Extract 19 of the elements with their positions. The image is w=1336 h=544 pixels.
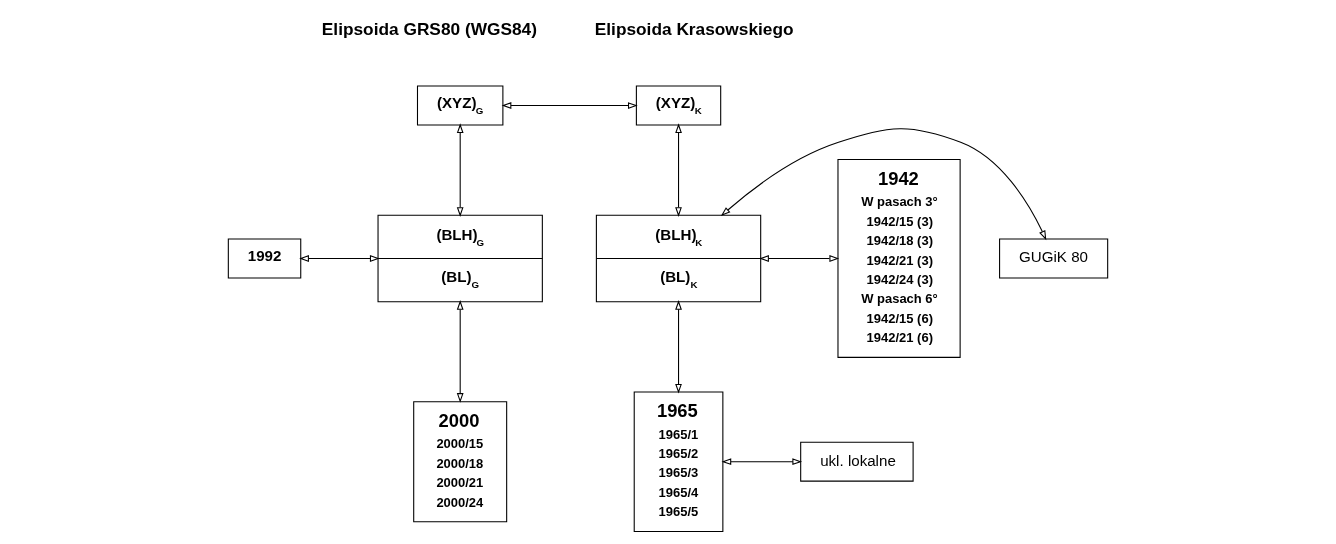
arrow — [456, 300, 464, 403]
label: Elipsoida GRS80 (WGS84) — [321, 19, 537, 40]
node-box: (XYZ)$_{G}$ — [416, 85, 504, 126]
arrow — [720, 128, 1047, 241]
node-box: 2000 2000/15 2000/18 2000/21 2000/24 — [413, 401, 508, 523]
node-box: 1942 W pasach 3° 1942/15 (3) 1942/18 (3) 1942/21 (3) 1942/24 (3) W pasach 6° 1942/15 (6) 1942/21 (6) — [837, 159, 961, 358]
node-box: ukl. lokalne — [800, 441, 914, 482]
node-box: GUGiK 80 — [999, 238, 1109, 279]
node-box: 1992 — [227, 238, 302, 279]
arrow — [299, 255, 380, 262]
arrow — [721, 458, 803, 466]
node-box: (XYZ)$_{K}$ — [635, 85, 722, 126]
arrow — [501, 102, 638, 109]
arrow — [759, 255, 840, 262]
label: Elipsoida Krasowskiego — [594, 19, 794, 40]
node-box: 1965 1965/1 1965/2 1965/3 1965/4 1965/5 — [633, 391, 724, 532]
arrow — [675, 123, 682, 217]
arrow — [456, 123, 464, 217]
arrow — [675, 300, 682, 394]
